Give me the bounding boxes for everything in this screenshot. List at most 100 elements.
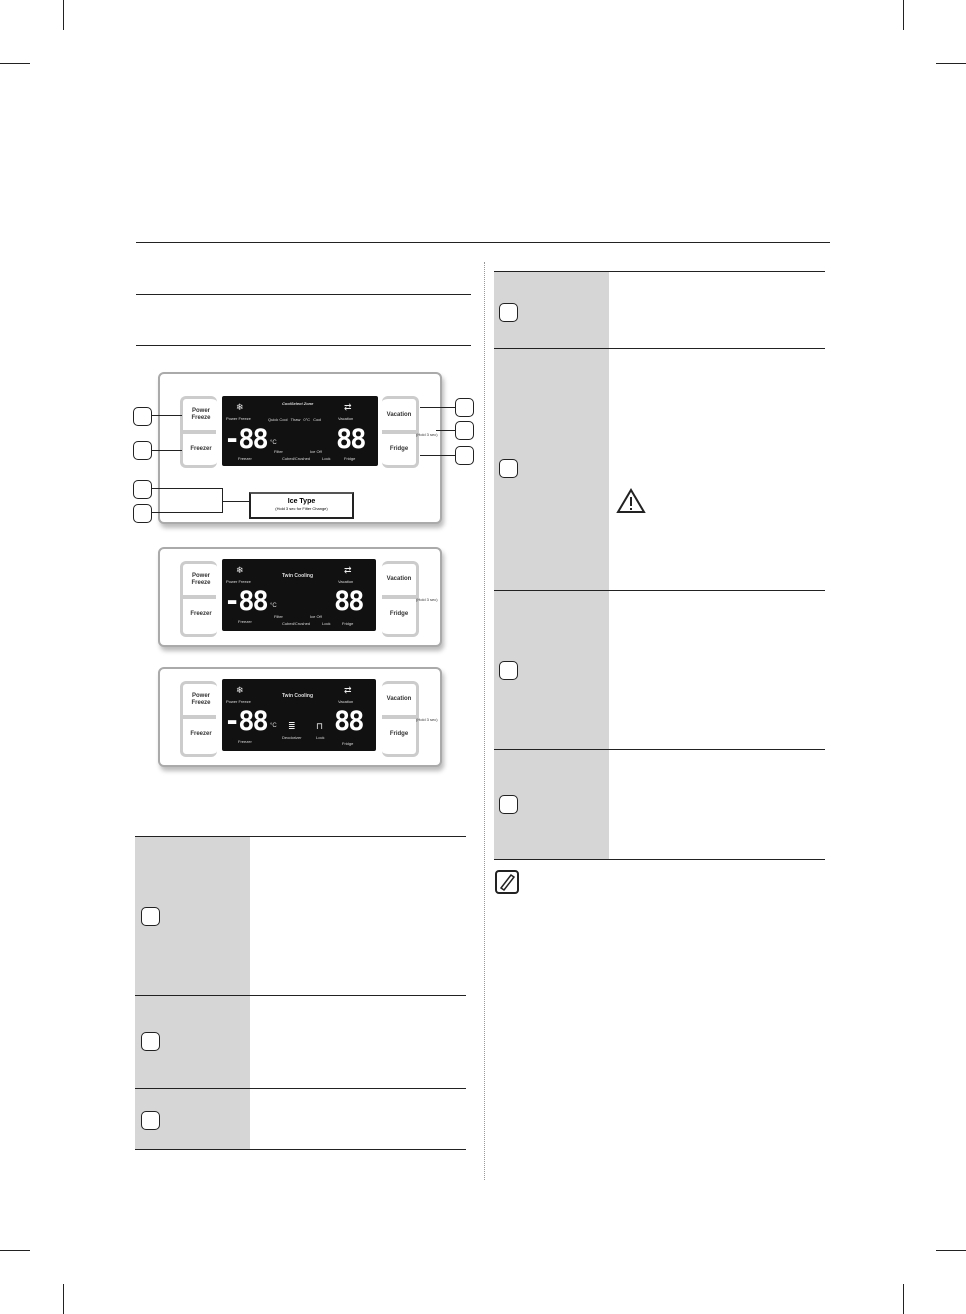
deodorizer-icon: ≣ [288,721,296,731]
crop-mark [0,1250,30,1251]
left-button-frame [180,396,217,468]
column-divider [484,262,485,1180]
freezer-button[interactable]: Freezer [190,731,212,737]
crop-mark [63,1284,64,1314]
lcd-label: Freezer [238,456,252,461]
fridge-button[interactable]: Fridge [389,446,409,452]
lcd-label: Cubed/Crushed [282,456,311,461]
crop-mark [936,1250,966,1251]
crop-mark [0,63,30,64]
number-cell [494,272,609,348]
lcd-label: Ice Off [310,449,322,454]
table-row [135,996,466,1089]
function-table-right [494,271,825,860]
right-button-frame [382,561,419,637]
crop-mark [903,1284,904,1314]
lcd-label: Power Freeze [226,699,251,704]
fridge-button[interactable]: Fridge [389,731,409,737]
lcd-label: Ice Off [310,614,322,619]
coolselect-label: CoolSelect Zone [282,401,314,406]
power-freeze-button[interactable]: Power Freeze [191,408,211,421]
vacation-button[interactable]: Vacation [386,412,412,418]
callout-marker [133,504,152,523]
fridge-temp: 88 [336,424,366,455]
freezer-temp: -88 [224,706,269,737]
twin-cooling-label: Twin Cooling [282,693,314,699]
lcd-label: Power Freeze [226,579,251,584]
callout-marker [455,421,474,440]
callout-line [222,488,223,513]
lcd-label: Filter [274,449,283,454]
number-marker [141,907,160,926]
snowflake-icon: ❄ [236,565,244,575]
right-button-frame [382,396,419,468]
unit: °C [270,723,277,729]
lock-icon: ⊓ [316,721,324,731]
vacation-icon: ⇄ [344,402,352,412]
power-freeze-button[interactable]: Power Freeze [191,693,211,706]
freezer-button[interactable]: Freezer [190,446,212,452]
fridge-temp: 88 [334,586,364,617]
lock-hold-label: (Hold 3 sec) [416,597,438,602]
callout-line [152,450,182,451]
snowflake-icon: ❄ [236,402,244,412]
lock-hold-label: (Hold 3 sec) [416,717,438,722]
callout-line [420,455,456,456]
table-row [494,272,825,349]
freezer-button[interactable]: Freezer [190,611,212,617]
lock-hold-label: (Hold 3 sec) [416,432,438,437]
ice-type-button[interactable]: Ice Type (Hold 3 sec for Filter Change) [249,492,354,519]
number-marker [499,459,518,478]
number-cell [494,750,609,859]
function-table-left [135,836,466,1150]
vacation-button[interactable]: Vacation [386,576,412,582]
lcd-label: Vacation [338,579,354,584]
power-freeze-button[interactable]: Power Freeze [191,573,211,586]
crop-mark [903,0,904,30]
control-panel-1: Power Freeze Freezer ❄ Power Freeze Cool… [158,372,442,524]
zone-label-row: Quick Cool Thaw 0°C Cool [268,417,321,422]
divider [382,595,416,599]
lcd-label: Deodorizer [282,735,302,740]
lcd-label: Fridge [344,456,356,461]
callout-line [152,488,222,489]
header-rule [136,242,830,243]
warning-icon [616,488,646,513]
lcd-label: Lock [322,456,331,461]
table-row [135,1089,466,1150]
unit: °C [270,440,277,446]
divider [182,595,216,599]
lcd-label: Freezer [238,619,252,624]
divider [182,715,216,719]
section-rule [136,294,471,295]
fridge-button[interactable]: Fridge [389,611,409,617]
fridge-temp: 88 [334,706,364,737]
vacation-button[interactable]: Vacation [386,696,412,702]
callout-line [222,501,250,502]
lcd-label: Fridge [342,741,354,746]
lcd-label: Filter [274,614,283,619]
lcd-label: Power Freeze [226,416,251,421]
number-marker [141,1111,160,1130]
lcd-label: Lock [316,735,325,740]
table-row [494,591,825,750]
table-row [494,750,825,860]
freezer-temp: -88 [224,586,269,617]
callout-marker [133,480,152,499]
lcd-label: Vacation [338,416,354,421]
callout-line [420,407,456,408]
freezer-temp: -88 [224,424,269,455]
lcd-label: Quick Cool [268,417,288,422]
lcd-display: ❄ Power Freeze Twin Cooling ⇄ Vacation -… [222,559,376,631]
number-cell [135,837,250,995]
control-panel-3: Power Freeze Freezer ❄ Power Freeze Twin… [158,667,442,767]
number-cell [135,996,250,1088]
lcd-label: Vacation [338,699,354,704]
section-rule [136,345,471,346]
twin-cooling-label: Twin Cooling [282,573,314,579]
number-cell [494,591,609,749]
crop-mark [936,63,966,64]
table-row [135,837,466,996]
divider [382,430,416,434]
